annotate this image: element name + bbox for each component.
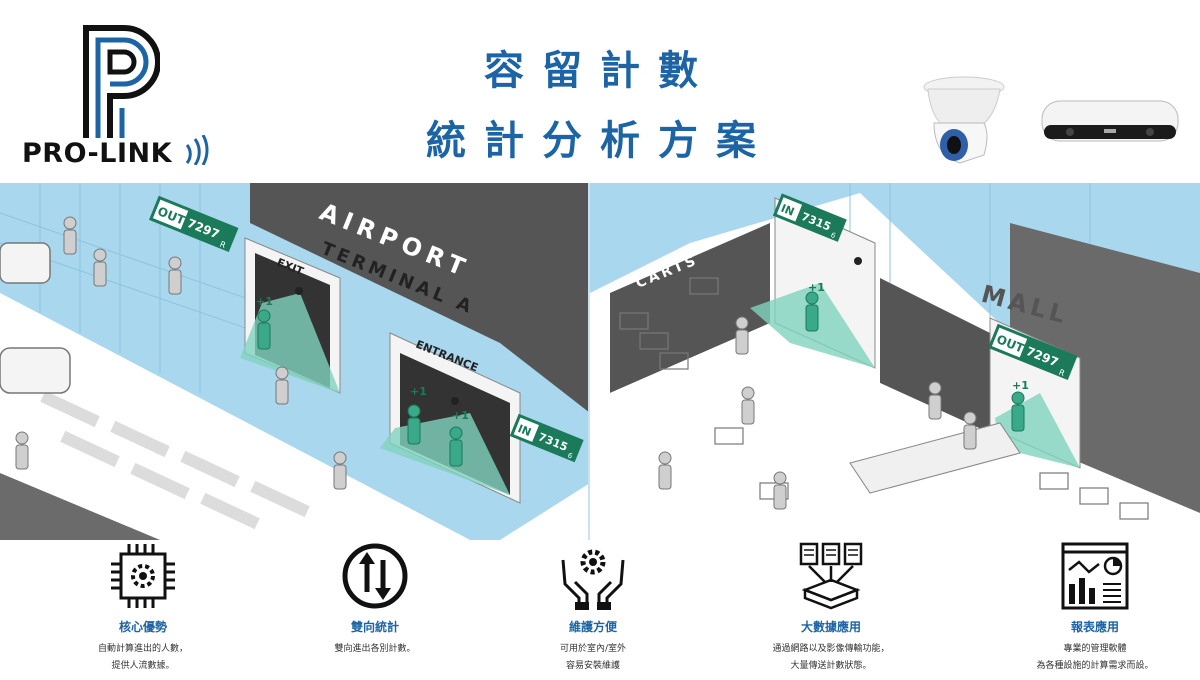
big-data-icon [799, 542, 863, 610]
brand-name: PRO-LINK [22, 138, 173, 169]
in-sign-unit: 6 [566, 451, 574, 460]
mall-in-sign-label: IN [779, 202, 796, 219]
mall-out-sign-unit: R [1058, 368, 1067, 379]
out-counter-sign: OUT 7297 R [149, 195, 239, 253]
in-counter-sign: IN 7315 6 [509, 413, 584, 463]
mall-in-counter-sign: IN 7315 6 [772, 193, 847, 242]
feature-bidirectional: 雙向統計 雙向進出各別計數。 [260, 540, 490, 658]
feature-row: 核心優勢 自動計算進出的人數， 提供人流數據。 雙向統計 雙向進出各別計數。 維… [0, 540, 1200, 680]
airport-scene: AIRPORT TERMINAL A EXIT ENTRANCE +1 +1 +… [0, 183, 590, 540]
feature-desc-line: 自動計算進出的人數， [97, 644, 188, 654]
feature-title: 雙向統計 [350, 620, 399, 634]
feature-desc-line: 可用於室內/室外 [559, 644, 627, 654]
feature-desc-line: 大量傳送計數狀態。 [790, 661, 872, 671]
bidirectional-arrows-icon [342, 543, 408, 609]
plus-one-entrance-2: +1 [452, 409, 469, 422]
mall-illustration: MALL CARTS +1 +1 IN 7315 6 OUT 7297 R [590, 183, 1200, 540]
hands-gear-icon [561, 549, 625, 610]
feature-easy-maintenance: 維護方便 可用於室內/室外 容易安裝維護 [478, 540, 708, 675]
feature-title: 核心優勢 [118, 620, 167, 634]
pro-link-logo-icon [83, 25, 160, 138]
mall-in-sign-unit: 6 [829, 231, 837, 240]
mall-scene: MALL CARTS +1 +1 IN 7315 6 OUT 7297 R [590, 183, 1200, 540]
chip-gear-icon [111, 544, 175, 608]
feature-desc-line: 容易安裝維護 [565, 661, 620, 671]
header: PRO-LINK 容留計數 統計分析方案 [0, 0, 1200, 183]
out-sign-unit: R [219, 240, 228, 251]
feature-big-data: 大數據應用 通過網路以及影像傳輸功能， 大量傳送計數狀態。 [716, 540, 946, 675]
report-dashboard-icon [1061, 542, 1129, 610]
plus-one-mall-entrance: +1 [808, 281, 825, 294]
feature-title: 維護方便 [568, 620, 617, 634]
plus-one-exit: +1 [256, 295, 273, 308]
wifi-icon [185, 135, 209, 165]
page-title: 容留計數 [484, 48, 716, 94]
feature-desc-line: 提供人流數據。 [111, 661, 175, 671]
dome-camera-icon [923, 76, 1005, 164]
feature-desc-line: 通過網路以及影像傳輸功能， [772, 644, 890, 654]
airport-illustration: AIRPORT TERMINAL A EXIT ENTRANCE +1 +1 +… [0, 183, 590, 540]
feature-title: 報表應用 [1070, 620, 1119, 634]
feature-report: 報表應用 專業的管理軟體 為各種設施的計算需求而設。 [980, 540, 1200, 675]
feature-core-advantage: 核心優勢 自動計算進出的人數， 提供人流數據。 [28, 540, 258, 675]
stereo-camera-icon [1041, 100, 1179, 142]
feature-title: 大數據應用 [800, 620, 861, 634]
feature-desc-line: 為各種設施的計算需求而設。 [1036, 661, 1154, 671]
plus-one-mall-exit: +1 [1012, 379, 1029, 392]
plus-one-entrance-1: +1 [410, 385, 427, 398]
feature-desc-line: 專業的管理軟體 [1063, 644, 1127, 654]
page-subtitle: 統計分析方案 [426, 118, 774, 164]
car-icon [0, 242, 71, 394]
in-sign-label: IN [516, 422, 533, 439]
feature-desc-line: 雙向進出各別計數。 [334, 644, 416, 654]
